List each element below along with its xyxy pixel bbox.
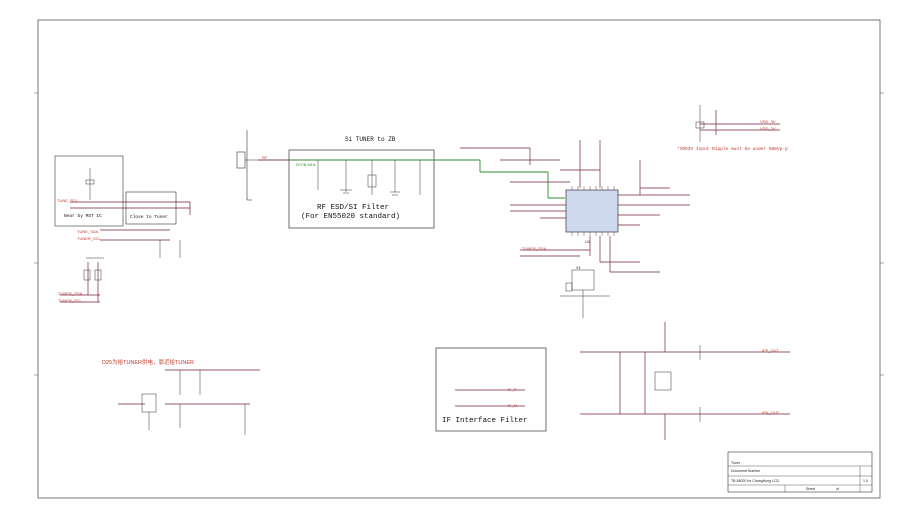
rf-filter-title-1: RF ESD/SI Filter	[317, 204, 390, 212]
title-block-docname: TB-55020 for ChangHong LCD	[731, 479, 780, 483]
xtal-label: X1	[576, 265, 581, 270]
title-block-docnum: Document Number	[731, 469, 761, 473]
rf-filter-title-2: (For EN55020 standard)	[301, 213, 401, 221]
title-block-sheet: Sheet	[806, 487, 816, 491]
if-label-3: IFP_OUT	[762, 348, 779, 353]
signal-label-4: TUNER_SDA	[58, 291, 83, 296]
ripple-note: *VDD3V Input Ripple must be under 50mVp-…	[677, 147, 788, 152]
title-block-rev: 1.0	[863, 479, 868, 483]
rf-drain-label: D/Y/B MHz	[296, 162, 316, 167]
si-tuner-title: Si TUNER to ZB	[345, 136, 396, 143]
if-label-2: IF_N	[508, 403, 517, 408]
title-block-of: of	[836, 487, 839, 491]
if-filter-title: IF Interface Filter	[442, 417, 528, 425]
signal-label-1: TUNE_SCL	[57, 198, 78, 203]
signal-label-3: TUNER_SCL	[77, 236, 101, 241]
vdd-label-2: VDD_3V	[760, 126, 776, 131]
if-label-1: IF_P	[508, 387, 517, 392]
near-mst-label: Near by MST IC	[64, 214, 102, 219]
signal-label-2: TUNE_SDA	[77, 229, 99, 234]
title-block-row1: Tuner	[731, 461, 741, 465]
vdd-label-1: VDD_3V	[760, 119, 776, 124]
rf-net-label: RF	[262, 155, 268, 160]
tuner-power-note: D25为给TUNER供电，靠近给TUNER	[102, 360, 194, 366]
signal-label-5: TUNER_SCL	[58, 298, 82, 303]
signal-label-6: TUNER_SDA	[522, 246, 547, 251]
if-label-4: IFN_OUT	[762, 410, 780, 415]
close-tuner-label: Close to Tuner	[130, 215, 168, 220]
ic-label: U1	[585, 239, 591, 244]
